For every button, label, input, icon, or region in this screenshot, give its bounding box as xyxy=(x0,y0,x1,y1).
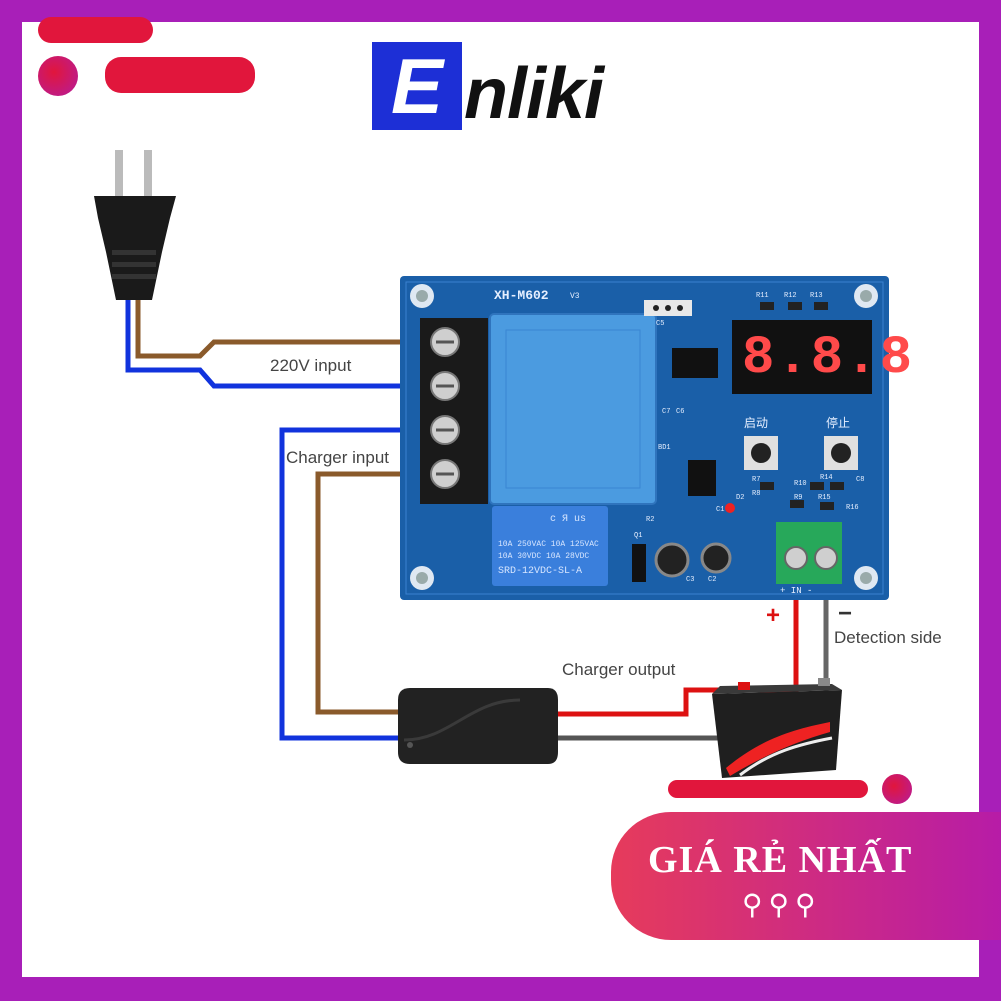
comp-r10: R10 xyxy=(794,480,807,488)
comp-d2: D2 xyxy=(736,494,745,502)
input-label: + IN - xyxy=(780,586,813,596)
comp-r12: R12 xyxy=(784,292,797,300)
battery-icon xyxy=(712,678,842,778)
label-charger-input: Charger input xyxy=(286,448,390,467)
label-detection-side: Detection side xyxy=(834,628,942,647)
comp-r13: R13 xyxy=(810,292,823,300)
badge-title: GIÁ RẺ NHẤT xyxy=(648,839,913,881)
comp-c2: C2 xyxy=(708,576,717,584)
comp-r11: R11 xyxy=(756,292,769,300)
label-minus: − xyxy=(838,600,853,627)
wire-ac-brown xyxy=(135,300,420,359)
deco-dot-bottom xyxy=(882,774,912,804)
comp-c3: C3 xyxy=(686,576,695,584)
deco-pill-bottom xyxy=(668,780,868,798)
badge-star-icons: ⚲⚲⚲ xyxy=(742,888,822,921)
comp-r2: R2 xyxy=(646,516,655,524)
comp-c8: C8 xyxy=(856,476,865,484)
board-model: XH-M602 xyxy=(494,288,549,303)
relay-line-2: 10A 30VDC 10A 28VDC xyxy=(498,552,590,561)
plug-icon xyxy=(94,150,176,300)
comp-q1: Q1 xyxy=(634,532,643,540)
wire-output-red xyxy=(556,687,740,717)
comp-r15: R15 xyxy=(818,494,831,502)
wire-ac-blue xyxy=(125,300,420,389)
label-plus: + xyxy=(766,602,781,629)
comp-r7: R7 xyxy=(752,476,761,484)
comp-c1: C1 xyxy=(716,506,725,514)
deco-pill-mid xyxy=(105,57,255,93)
logo-box: E xyxy=(372,42,462,130)
start-label: 启动 xyxy=(744,416,769,430)
seven-segment-display: 8.8.8 xyxy=(742,328,915,389)
relay-line-3: SRD-12VDC-SL-A xyxy=(498,566,583,577)
relay-mark: c Я us xyxy=(550,514,587,525)
comp-r16: R16 xyxy=(846,504,859,512)
label-charger-output: Charger output xyxy=(562,660,676,679)
deco-dot-left xyxy=(38,56,78,96)
relay-line-1: 10A 250VAC 10A 125VAC xyxy=(498,540,599,549)
deco-pill-top xyxy=(38,17,153,43)
price-badge xyxy=(611,812,1001,940)
logo-text: nliki xyxy=(464,54,604,134)
comp-r8: R8 xyxy=(752,490,761,498)
brand-logo: E nliki xyxy=(372,40,604,134)
wire-charger-blue xyxy=(279,427,420,741)
comp-c6: C6 xyxy=(676,408,685,416)
wire-charger-brown xyxy=(315,471,420,715)
comp-c7: C7 xyxy=(662,408,671,416)
comp-r9: R9 xyxy=(794,494,803,502)
stop-label: 停止 xyxy=(826,416,851,430)
label-ac-input: 220V input xyxy=(270,356,352,375)
comp-r14: R14 xyxy=(820,474,833,482)
comp-c5: C5 xyxy=(656,320,665,328)
pcb-board: XH-M602 V3 8.8.8 启动 停止 + IN - c Я us 10A… xyxy=(400,276,912,600)
charger-box xyxy=(398,688,558,764)
board-version: V3 xyxy=(570,292,580,301)
comp-bd1: BD1 xyxy=(658,444,671,452)
